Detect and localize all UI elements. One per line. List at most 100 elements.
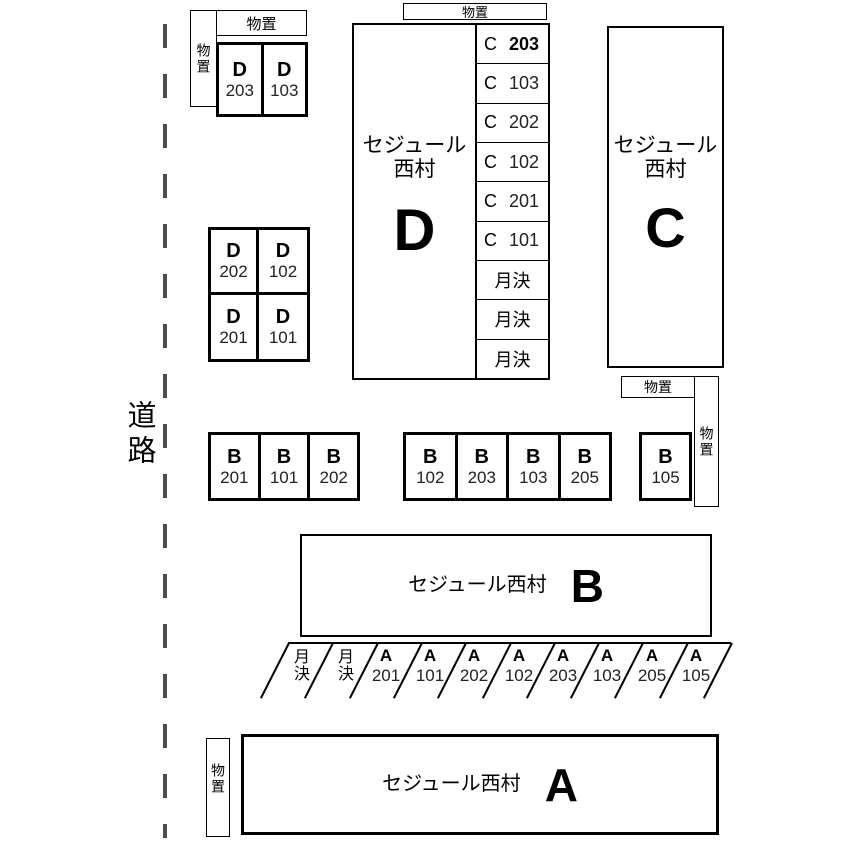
building-name: 西村 (393, 158, 436, 182)
storage-shed-above-d: 物置 (403, 3, 547, 20)
parking-stall-b201: B 201 (211, 435, 258, 498)
stall-number: 203 (508, 33, 539, 54)
stall-letter: A (600, 646, 614, 665)
storage-label: 物置 (461, 5, 488, 20)
storage-label: 物置 (195, 42, 212, 75)
building-letter: B (570, 559, 604, 612)
stall-letter: D (275, 239, 291, 262)
storage-label: 物置 (246, 15, 277, 33)
storage-label: 物置 (698, 425, 715, 458)
stall-number: 202 (319, 467, 348, 487)
building-name: セジュール (362, 134, 467, 157)
parking-stall-a102: A 102 (497, 646, 541, 700)
stall-number: 102 (504, 666, 534, 686)
building-name: セジュール西村 (382, 773, 521, 795)
stall-letter: D (232, 58, 247, 81)
stall-letter: B (526, 445, 541, 468)
parking-stall-b202: B 202 (307, 435, 357, 498)
parking-stall-a105: A 105 (674, 646, 718, 700)
stall-letter: A (689, 646, 703, 665)
stall-number: 103 (508, 72, 539, 93)
building-b: セジュール西村 B (300, 534, 712, 637)
parking-stall-d202: D 202 (211, 230, 259, 295)
stall-label: 月決 (335, 648, 352, 682)
building-letter: D (393, 198, 436, 264)
stall-letter: B (227, 445, 242, 468)
stall-letter: C (484, 33, 497, 54)
stall-letter: A (467, 646, 481, 665)
storage-shed-below-c-horizontal: 物置 (621, 376, 695, 398)
parking-stall-b103: B 103 (506, 435, 558, 498)
stall-letter: D (226, 239, 241, 262)
stall-number: 202 (459, 666, 489, 686)
stall-label: 月決 (291, 648, 308, 682)
parking-stall-monthly-1: 月決 (477, 259, 548, 299)
stall-letter: D (226, 305, 241, 328)
parking-stall-b102: B 102 (406, 435, 455, 498)
parking-stall-c202: C 202 (477, 102, 548, 142)
parking-stall-d103: D 103 (260, 45, 306, 114)
building-c: セジュール 西村 C (607, 26, 724, 368)
stall-number: 105 (681, 666, 711, 686)
parking-block-b-single: B 105 (639, 432, 692, 501)
parking-stall-d101: D 101 (259, 295, 307, 360)
stall-number: 102 (268, 261, 298, 281)
building-letter: C (645, 196, 686, 260)
storage-label: 物置 (644, 379, 672, 395)
parking-stall-b105: B 105 (642, 435, 689, 498)
storage-shed-topleft-vertical: 物置 (190, 10, 217, 107)
parking-block-b-middle: B 102 B 203 B 103 B 205 (403, 432, 612, 501)
building-letter: A (544, 758, 578, 811)
stall-number: 103 (270, 80, 299, 100)
parking-stall-c201: C 201 (477, 181, 548, 220)
parking-block-b-left: B 201 B 101 B 202 (208, 432, 360, 501)
stall-letter: A (512, 646, 526, 665)
parking-stall-d203: D 203 (219, 45, 261, 114)
parking-column-c: C 203 C 103 C 202 C 102 C 201 C 101 (475, 25, 548, 378)
parking-stall-d201: D 201 (211, 294, 259, 359)
stall-letter: B (658, 445, 673, 468)
stall-letter: A (556, 646, 570, 665)
stall-number: 205 (570, 467, 599, 487)
stall-number: 201 (371, 666, 401, 686)
stall-number: 203 (225, 80, 254, 100)
parking-stall-monthly-3: 月決 (477, 338, 548, 378)
stall-letter: B (577, 445, 592, 468)
road-label: 道路 (123, 400, 155, 470)
stall-letter: C (484, 112, 497, 133)
stall-label: 月決 (494, 349, 531, 370)
parking-stall-a203: A 203 (541, 646, 585, 700)
stall-number: 101 (415, 666, 445, 686)
stall-number: 205 (637, 666, 667, 686)
parking-stall-b203: B 203 (454, 435, 507, 498)
stall-number: 203 (548, 666, 578, 686)
road-dashed-line (163, 24, 167, 838)
stall-label: 月決 (494, 271, 531, 292)
stall-number: 201 (508, 190, 539, 211)
stall-number: 103 (519, 467, 548, 487)
stall-letter: A (423, 646, 437, 665)
stall-letter: C (484, 72, 497, 93)
stall-number: 202 (508, 112, 539, 133)
parking-stall-a201: A 201 (364, 646, 408, 700)
parking-stall-monthly-a2: 月決 (321, 646, 365, 700)
parking-stall-d102: D 102 (259, 230, 307, 295)
parking-stall-c102: C 102 (477, 141, 548, 181)
building-a: セジュール西村 A (241, 734, 719, 835)
building-name: セジュール西村 (408, 574, 547, 596)
parking-stall-a103: A 103 (585, 646, 629, 700)
stall-label: 月決 (494, 310, 531, 331)
parking-block-d-upper: D 203 D 103 (216, 42, 308, 117)
stall-letter: D (275, 305, 291, 328)
stall-number: 101 (268, 327, 298, 347)
stall-letter: B (326, 445, 341, 468)
stall-letter: C (484, 151, 497, 172)
stall-number: 102 (416, 467, 445, 487)
stall-number: 203 (467, 467, 496, 487)
parking-stall-c203: C 203 (477, 25, 548, 63)
parking-stall-a202: A 202 (452, 646, 496, 700)
building-name: 西村 (644, 158, 687, 182)
stall-letter: B (423, 445, 438, 468)
parking-stall-monthly-a1: 月決 (277, 646, 321, 700)
